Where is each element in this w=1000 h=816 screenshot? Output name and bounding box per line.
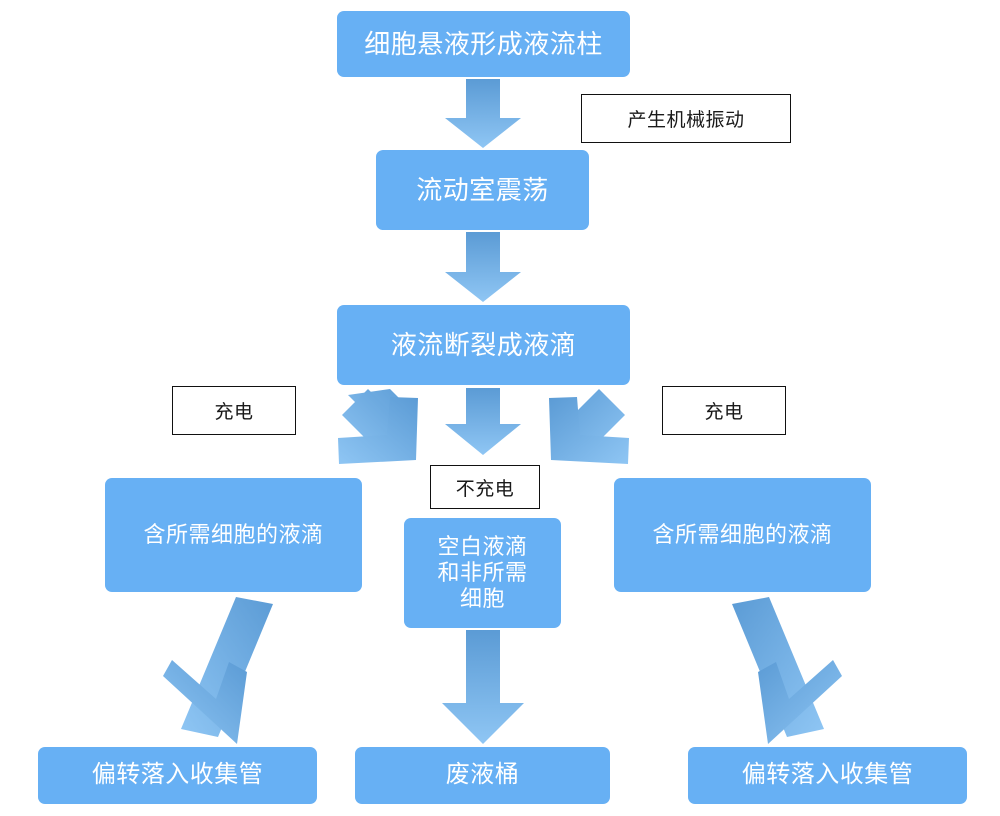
arrow-n3-to-n4 xyxy=(348,389,414,462)
arrow-n1-to-n2 xyxy=(445,79,521,148)
node-flow-cell-vibration[interactable]: 流动室震荡 xyxy=(376,150,589,230)
arrow-n2-to-n3 xyxy=(445,232,521,302)
note-charge-right[interactable]: 充电 xyxy=(662,386,786,435)
node-waste-container[interactable]: 废液桶 xyxy=(355,747,610,804)
node-deflect-into-collection-tube-right[interactable]: 偏转落入收集管 xyxy=(688,747,967,804)
arrow-n3-to-n5 xyxy=(445,388,521,455)
node-stream-breaks-into-droplets[interactable]: 液流断裂成液滴 xyxy=(337,305,630,385)
arrow-n3-to-n6-head xyxy=(549,397,629,464)
node-droplet-with-target-cells-left[interactable]: 含所需细胞的液滴 xyxy=(105,478,362,592)
arrow-n3-to-n4-head xyxy=(338,397,418,464)
node-droplet-with-target-cells-right[interactable]: 含所需细胞的液滴 xyxy=(614,478,871,592)
arrow-n4-to-n7-head xyxy=(163,660,247,744)
node-blank-and-unwanted-cells[interactable]: 空白液滴 和非所需 细胞 xyxy=(404,518,561,628)
arrow-n4-to-n7-body xyxy=(181,597,273,737)
arrow-n3-to-n4-body xyxy=(342,389,412,459)
note-charge-left[interactable]: 充电 xyxy=(172,386,296,435)
node-cell-suspension-stream[interactable]: 细胞悬液形成液流柱 xyxy=(337,11,630,77)
note-no-charge[interactable]: 不充电 xyxy=(430,465,540,509)
arrow-n6-to-n9-body xyxy=(732,597,824,737)
node-deflect-into-collection-tube-left[interactable]: 偏转落入收集管 xyxy=(38,747,317,804)
arrow-n5-to-n8 xyxy=(442,630,524,744)
note-generate-mechanical-vibration[interactable]: 产生机械振动 xyxy=(581,94,791,143)
arrow-n6-to-n9-head xyxy=(758,660,842,744)
arrow-n3-to-n6-body xyxy=(555,389,625,459)
